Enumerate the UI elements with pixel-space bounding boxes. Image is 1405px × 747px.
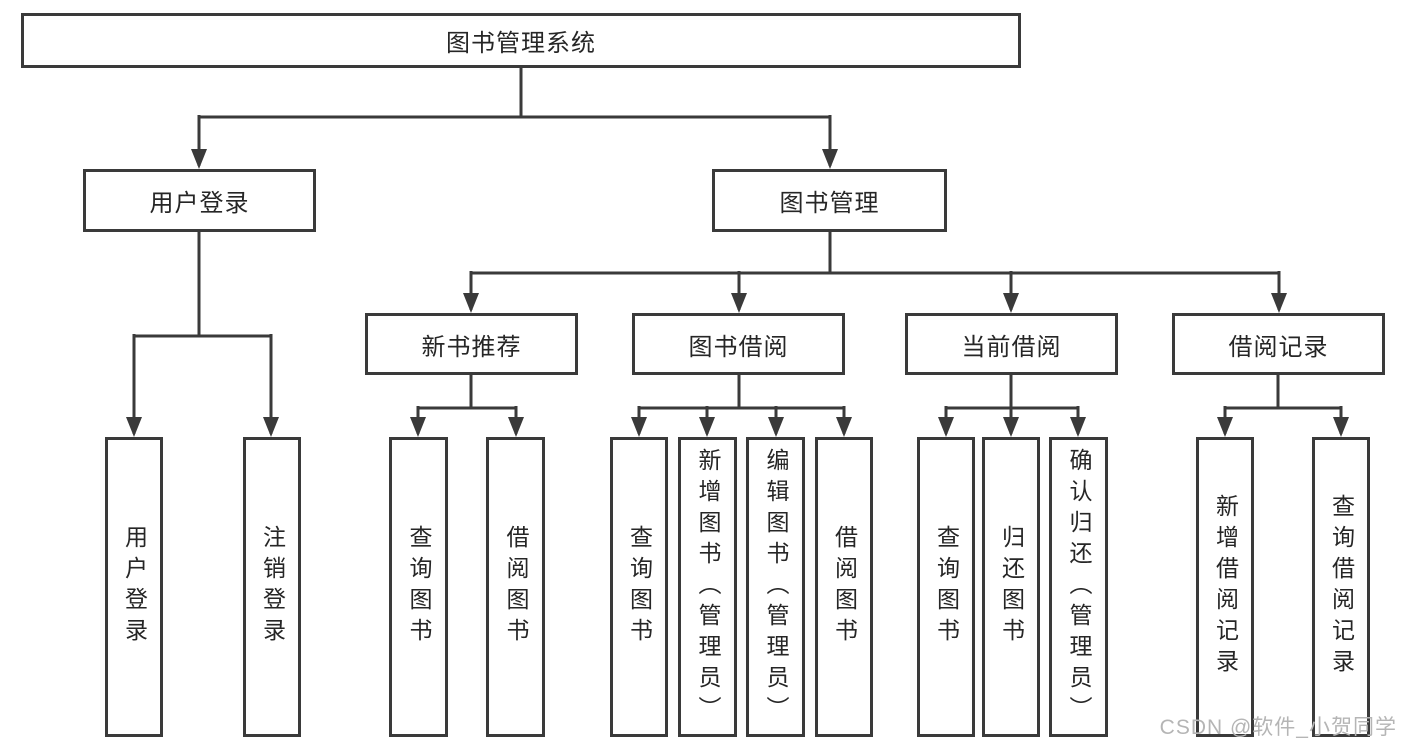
root-node-label: 图书管理系统	[446, 30, 596, 57]
leaf-bb-query-books: 查询图书	[610, 437, 668, 737]
watermark: CSDN @软件_小贺同学	[1159, 716, 1397, 739]
node-new-book-recommend: 新书推荐	[365, 313, 578, 375]
leaf-user-login: 用户登录	[105, 437, 163, 737]
node-book-management: 图书管理	[712, 169, 947, 232]
leaf-bb-add-books: 新增图书（管理员）	[678, 437, 737, 737]
leaf-br-query-record: 查询借阅记录	[1312, 437, 1370, 737]
leaf-nbr-query-books-label: 查询图书	[406, 525, 432, 649]
leaf-br-query-record-label: 查询借阅记录	[1328, 494, 1355, 680]
leaf-cb-return-books-label: 归还图书	[998, 525, 1025, 649]
leaf-bb-add-books-label: 新增图书（管理员）	[695, 447, 721, 727]
node-borrow-records: 借阅记录	[1172, 313, 1385, 375]
node-current-borrow-label: 当前借阅	[961, 333, 1062, 361]
leaf-cb-confirm-return: 确认归还（管理员）	[1049, 437, 1108, 737]
node-book-management-label: 图书管理	[779, 190, 880, 217]
node-new-book-recommend-label: 新书推荐	[421, 333, 522, 361]
leaf-nbr-query-books: 查询图书	[389, 437, 448, 737]
leaf-user-login-label: 用户登录	[121, 525, 148, 649]
leaf-logout-label: 注销登录	[259, 525, 286, 649]
leaf-cb-query-books-label: 查询图书	[933, 525, 960, 649]
node-borrow-records-label: 借阅记录	[1228, 333, 1329, 361]
leaf-br-add-record-label: 新增借阅记录	[1212, 494, 1239, 680]
leaf-cb-return-books: 归还图书	[982, 437, 1040, 737]
leaf-nbr-borrow-books: 借阅图书	[486, 437, 545, 737]
leaf-logout: 注销登录	[243, 437, 301, 737]
leaf-bb-query-books-label: 查询图书	[626, 525, 653, 649]
root-node-library-management-system: 图书管理系统	[21, 13, 1021, 68]
node-book-borrow-label: 图书借阅	[688, 333, 789, 361]
leaf-br-add-record: 新增借阅记录	[1196, 437, 1254, 737]
node-user-login-label: 用户登录	[149, 190, 250, 217]
node-current-borrow: 当前借阅	[905, 313, 1118, 375]
leaf-cb-query-books: 查询图书	[917, 437, 975, 737]
leaf-bb-edit-books: 编辑图书（管理员）	[746, 437, 805, 737]
node-user-login: 用户登录	[83, 169, 316, 232]
leaf-cb-confirm-return-label: 确认归还（管理员）	[1066, 447, 1092, 727]
leaf-nbr-borrow-books-label: 借阅图书	[503, 525, 529, 649]
leaf-bb-edit-books-label: 编辑图书（管理员）	[763, 447, 789, 727]
leaf-bb-borrow-books: 借阅图书	[815, 437, 873, 737]
node-book-borrow: 图书借阅	[632, 313, 845, 375]
leaf-bb-borrow-books-label: 借阅图书	[831, 525, 858, 649]
